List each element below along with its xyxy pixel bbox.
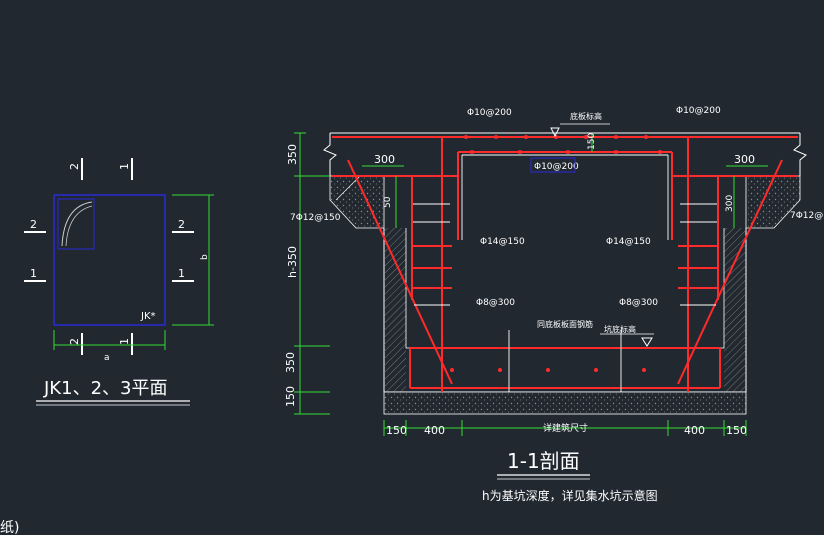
bottom-cushion	[383, 391, 747, 415]
label-top-bar-right: Φ10@200	[676, 106, 721, 116]
label-pit-bottom-level: 坑底标高	[604, 324, 636, 334]
dim-bottom-2: 详建筑尺寸	[543, 422, 588, 434]
dim-bottom-4: 150	[726, 424, 747, 437]
label-dim-300-left: 300	[374, 153, 395, 166]
label-dim-50: 50	[383, 196, 393, 208]
plan-mark-right-bottom: 1	[178, 267, 185, 280]
label-slope-bar-left: 7Φ12@150	[290, 213, 341, 223]
label-side-bar-left: Φ14@150	[480, 237, 525, 247]
plan-mark-left-top: 2	[30, 218, 37, 231]
plan-mark-top-left: 2	[68, 163, 81, 170]
label-dim-300-vertical: 300	[725, 195, 735, 212]
dim-left-0: 350	[286, 144, 299, 165]
label-dim-150-top: 150	[587, 133, 597, 150]
label-floor-level-top: 底板标高	[570, 111, 602, 121]
dim-width-label: a	[104, 353, 110, 363]
plan-mark-bottom-right: 1	[118, 338, 131, 345]
dim-height-label: b	[200, 254, 210, 260]
dim-left-1: h-350	[286, 246, 299, 278]
label-stirrup-left: Φ8@300	[476, 298, 515, 308]
label-stirrup-right: Φ8@300	[619, 298, 658, 308]
wall-hatch-left	[384, 228, 406, 392]
label-pit-bottom-rebar: 同底板板面钢筋	[537, 319, 593, 329]
plan-corner-label: JK*	[140, 311, 156, 322]
rebar-group	[332, 136, 798, 392]
dim-bottom-0: 150	[386, 424, 407, 437]
plan-mark-left-bottom: 1	[30, 267, 37, 280]
dim-bottom-3: 400	[684, 424, 705, 437]
plan-mark-top-right: 1	[118, 163, 131, 170]
pit-plan-outline	[53, 194, 166, 326]
section-view: Φ10@200 Φ10@200 底板标高 Φ10@200 Φ14@150 Φ14…	[284, 106, 824, 503]
label-top-bar-left: Φ10@200	[467, 108, 512, 118]
label-side-bar-right: Φ14@150	[606, 237, 651, 247]
label-dim-300-right: 300	[734, 153, 755, 166]
pit-outline	[383, 228, 747, 393]
label-center-bar: Φ10@200	[534, 162, 579, 172]
section-title: 1-1剖面	[507, 449, 580, 473]
dim-left-2: 350	[284, 352, 297, 373]
dim-left-3: 150	[284, 386, 297, 407]
plan-mark-right-top: 2	[178, 218, 185, 231]
plan-title: JK1、2、3平面	[43, 378, 167, 399]
plan-view: 2 1 2 1 2 1 2 1 JK* a b JK1、2、3平面 纸)	[0, 158, 214, 535]
wall-hatch-right	[724, 228, 746, 392]
pit-corner-detail	[57, 198, 95, 250]
label-slope-bar-right: 7Φ12@150	[790, 211, 824, 221]
plan-mark-bottom-left: 2	[68, 338, 81, 345]
dim-bottom-1: 400	[424, 424, 445, 437]
edge-text: 纸)	[0, 520, 19, 535]
section-caption: h为基坑深度，详见集水坑示意图	[482, 488, 658, 503]
corner-rebar-curve	[61, 201, 93, 247]
